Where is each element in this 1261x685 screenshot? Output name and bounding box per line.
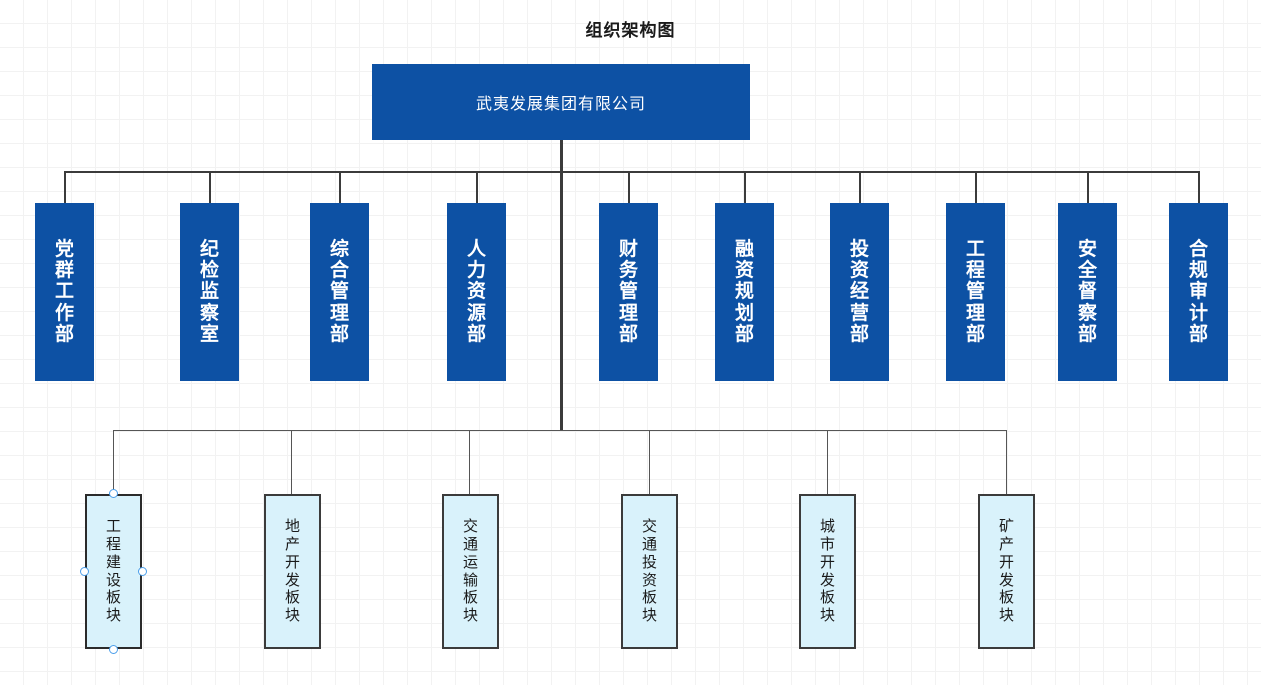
connector-sector-stem-2 (291, 430, 292, 496)
connector-dept-stem-10 (1198, 171, 1200, 203)
selection-handle-right[interactable] (138, 567, 147, 576)
org-node-sector-5-label: 城市开发板块 (819, 517, 835, 624)
page-title: 组织架构图 (585, 21, 676, 41)
connector-sector-stem-1 (113, 430, 114, 496)
connector-sector-stem-3 (469, 430, 470, 496)
org-node-root-label: 武夷发展集团有限公司 (475, 94, 646, 113)
org-node-department-5[interactable]: 财务管理部 (599, 203, 658, 381)
connector-dept-stem-1 (64, 171, 66, 203)
connector-dept-stem-3 (339, 171, 341, 203)
org-node-department-8-label: 工程管理部 (965, 237, 985, 345)
connector-dept-stem-4 (476, 171, 478, 203)
org-node-department-5-label: 财务管理部 (618, 237, 638, 345)
org-node-department-1[interactable]: 党群工作部 (35, 203, 94, 381)
org-node-sector-6[interactable]: 矿产开发板块 (978, 494, 1035, 649)
org-node-department-4-label: 人力资源部 (466, 237, 486, 345)
org-node-department-6-label: 融资规划部 (734, 237, 754, 345)
connector-main-trunk-lower (560, 171, 563, 430)
org-node-sector-4[interactable]: 交通投资板块 (621, 494, 678, 649)
org-node-department-3-label: 综合管理部 (329, 237, 349, 345)
org-node-sector-1[interactable]: 工程建设板块 (85, 494, 142, 649)
connector-dept-stem-5 (628, 171, 630, 203)
org-node-department-7[interactable]: 投资经营部 (830, 203, 889, 381)
connector-dept-stem-9 (1087, 171, 1089, 203)
org-node-department-2[interactable]: 纪检监察室 (180, 203, 239, 381)
org-node-sector-6-label: 矿产开发板块 (998, 517, 1014, 624)
org-node-sector-3[interactable]: 交通运输板块 (442, 494, 499, 649)
connector-dept-stem-7 (859, 171, 861, 203)
connector-sector-bus (113, 430, 1007, 431)
connector-dept-stem-6 (744, 171, 746, 203)
connector-dept-stem-2 (209, 171, 211, 203)
selection-handle-top[interactable] (109, 489, 118, 498)
connector-sector-stem-5 (827, 430, 828, 496)
org-node-department-7-label: 投资经营部 (849, 237, 869, 345)
org-node-department-1-label: 党群工作部 (54, 237, 74, 345)
org-node-department-4[interactable]: 人力资源部 (447, 203, 506, 381)
org-node-sector-2-label: 地产开发板块 (284, 517, 300, 624)
org-node-department-8[interactable]: 工程管理部 (946, 203, 1005, 381)
org-node-department-10-label: 合规审计部 (1188, 237, 1208, 345)
connector-root-trunk (560, 140, 563, 172)
org-node-department-9-label: 安全督察部 (1077, 237, 1097, 345)
org-node-department-10[interactable]: 合规审计部 (1169, 203, 1228, 381)
connector-sector-stem-6 (1006, 430, 1007, 496)
org-node-sector-5[interactable]: 城市开发板块 (799, 494, 856, 649)
connector-department-bus (64, 171, 1199, 173)
org-node-department-3[interactable]: 综合管理部 (310, 203, 369, 381)
org-node-sector-1-label: 工程建设板块 (105, 517, 121, 624)
org-node-department-9[interactable]: 安全督察部 (1058, 203, 1117, 381)
org-node-department-6[interactable]: 融资规划部 (715, 203, 774, 381)
connector-sector-stem-4 (649, 430, 650, 496)
connector-dept-stem-8 (975, 171, 977, 203)
org-node-sector-4-label: 交通投资板块 (641, 517, 657, 624)
org-node-department-2-label: 纪检监察室 (199, 237, 219, 345)
org-node-sector-2[interactable]: 地产开发板块 (264, 494, 321, 649)
selection-handle-bottom[interactable] (109, 645, 118, 654)
selection-handle-left[interactable] (80, 567, 89, 576)
org-node-sector-3-label: 交通运输板块 (462, 517, 478, 624)
org-node-root[interactable]: 武夷发展集团有限公司 (372, 64, 750, 140)
